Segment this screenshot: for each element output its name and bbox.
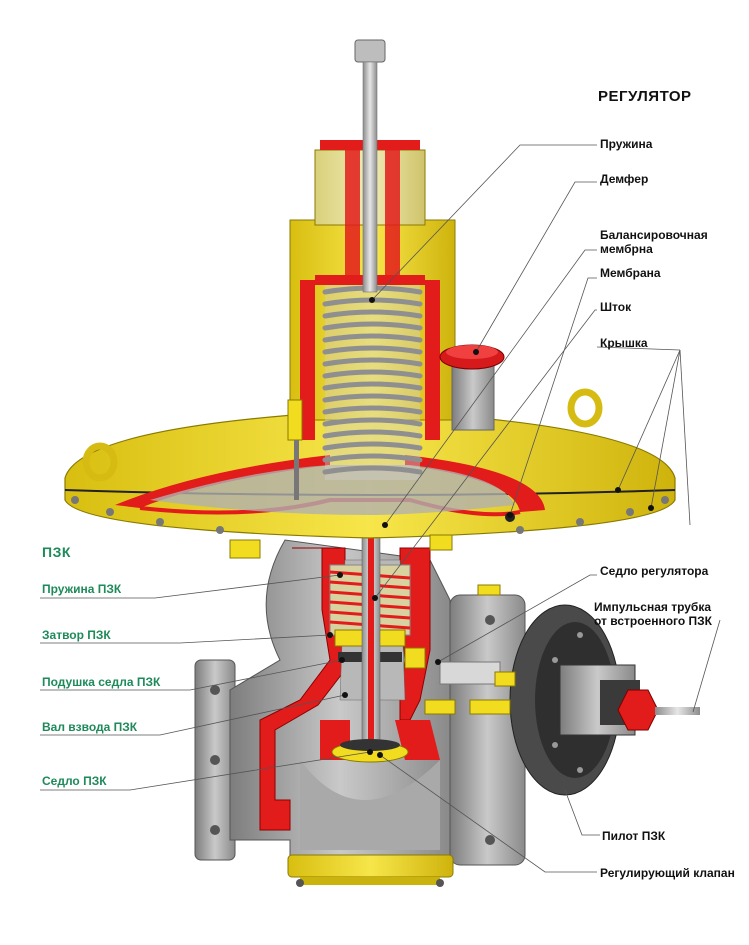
- label-damper: Демфер: [600, 172, 649, 186]
- label-pzk-seat: Седло ПЗК: [42, 774, 107, 788]
- leader-dots: [327, 297, 654, 758]
- damper-knob: [439, 344, 505, 431]
- label-balance-membrane-line2: мембрна: [600, 242, 653, 256]
- adjusting-screw: [354, 39, 386, 293]
- label-stem: Шток: [600, 300, 632, 314]
- label-pzk-seat-cushion: Подушка седла ПЗК: [42, 675, 161, 689]
- label-balance-membrane-line1: Балансировочная: [600, 228, 708, 242]
- label-spring: Пружина: [600, 137, 653, 151]
- main-spring: [322, 285, 423, 480]
- label-impulse-tube-line2: от встроенного ПЗК: [594, 614, 713, 628]
- label-regulator-seat: Седло регулятора: [600, 564, 709, 578]
- label-pilot: Пилот ПЗК: [602, 829, 666, 843]
- label-membrane: Мембрана: [600, 266, 661, 280]
- label-pzk-spring: Пружина ПЗК: [42, 582, 122, 596]
- diaphragm-housing: [64, 388, 676, 539]
- leader-lines: [371, 144, 721, 873]
- pilot-fittings: [404, 647, 516, 715]
- pzk-leader-lines: [40, 574, 371, 791]
- label-pzk-gate: Затвор ПЗК: [42, 628, 111, 642]
- label-pzk-cocking-shaft: Вал взвода ПЗК: [42, 720, 138, 734]
- pzk-pilot: [509, 604, 700, 796]
- label-cover: Крышка: [600, 336, 648, 350]
- label-impulse-tube-line1: Импульсная трубка: [594, 600, 712, 614]
- label-control-valve: Регулирующий клапан: [600, 866, 735, 880]
- vent-fitting: [287, 399, 303, 500]
- regulator-title: РЕГУЛЯТОР: [598, 88, 692, 105]
- pzk-title: ПЗК: [42, 544, 71, 560]
